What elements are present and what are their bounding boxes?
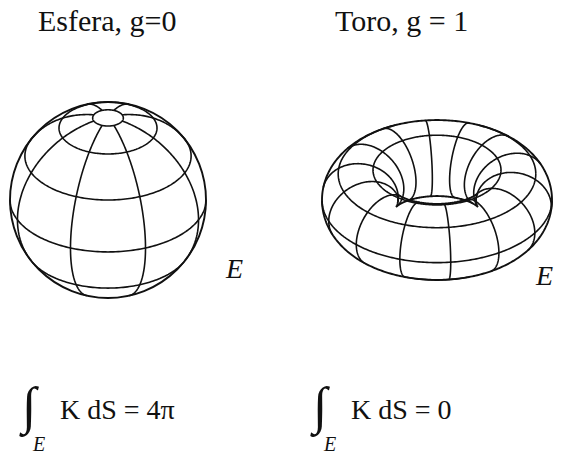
grid-line: [122, 115, 185, 140]
grid-line: [444, 204, 451, 280]
integral-sign: ∫: [22, 380, 36, 432]
grid-line: [476, 172, 551, 210]
grid-line: [87, 104, 102, 110]
grid-line: [474, 153, 541, 206]
grid-line: [464, 135, 508, 203]
grid-line: [406, 277, 467, 280]
grid-line: [323, 164, 398, 202]
integral-formula: K dS = 4π: [60, 396, 175, 424]
grid-line: [122, 121, 198, 261]
grid-line: [32, 262, 184, 288]
grid-line: [114, 104, 129, 110]
grid-line: [425, 120, 432, 196]
integral-domain: E: [33, 434, 45, 454]
grid-line: [17, 121, 93, 261]
sphere-outline: [10, 102, 206, 298]
grid-line: [322, 201, 552, 263]
torus-drawing: [322, 120, 552, 280]
grid-line: [384, 128, 416, 200]
surface-name: E: [536, 262, 553, 290]
grid-line: [114, 125, 146, 295]
sphere-drawing: [10, 102, 206, 298]
surface-title: Esfera, g=0: [38, 6, 177, 36]
grid-line: [71, 125, 103, 295]
grid-line: [59, 102, 157, 154]
grid-line: [466, 199, 498, 271]
grid-line: [347, 144, 404, 206]
integral-sign: ∫: [313, 380, 327, 432]
grid-line: [356, 195, 400, 263]
grid-line: [322, 120, 552, 280]
surface-name: E: [226, 255, 243, 283]
integral-domain: E: [324, 434, 336, 454]
grid-line: [31, 115, 94, 140]
integral-formula: K dS = 0: [351, 396, 452, 424]
grid-line: [329, 182, 396, 235]
grid-line: [450, 123, 469, 198]
grid-line: [478, 188, 535, 250]
grid-line: [400, 202, 419, 277]
grid-line: [93, 110, 124, 126]
surface-title: Toro, g = 1: [335, 6, 468, 36]
grid-line: [10, 200, 206, 252]
